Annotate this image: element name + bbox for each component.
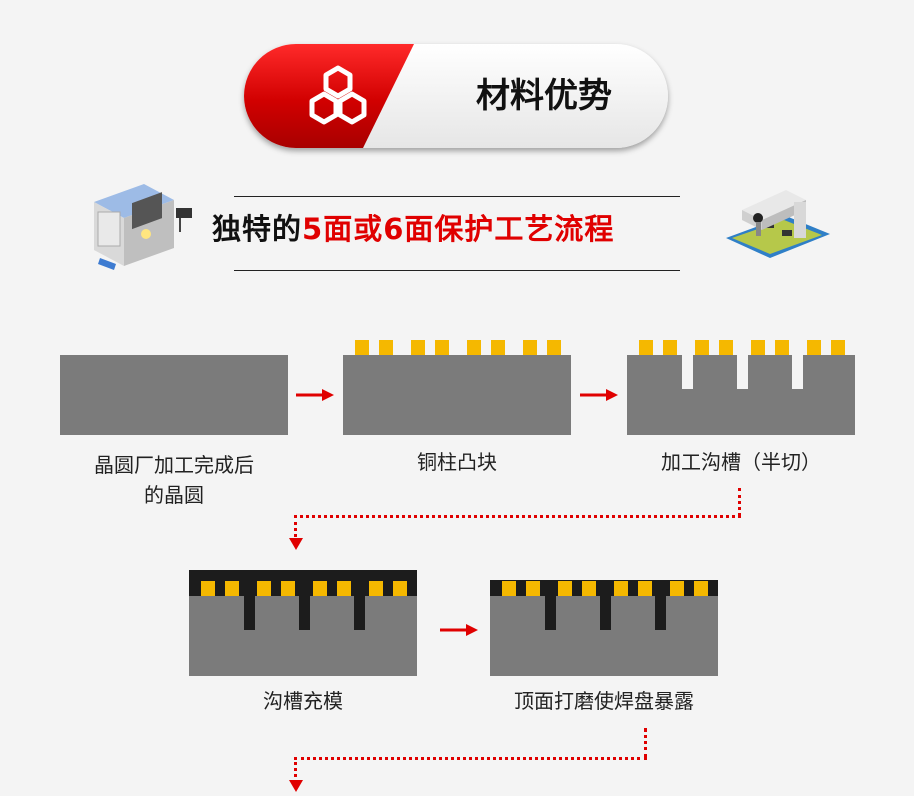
bump	[225, 581, 239, 596]
arrow-down-icon	[289, 538, 303, 550]
step5-grind-diagram	[490, 580, 718, 676]
bump	[639, 340, 653, 355]
step1-label-line2: 的晶圆	[144, 483, 204, 507]
bump	[313, 581, 327, 596]
subtitle: 独特的5面或6面保护工艺流程	[212, 206, 702, 248]
arrow-down-icon	[289, 780, 303, 792]
filled-trench	[299, 596, 310, 630]
step2-bump-diagram	[343, 340, 571, 435]
step4-label: 沟槽充模	[263, 689, 343, 713]
step1-wafer-diagram	[60, 355, 288, 435]
subtitle-prefix: 独特的	[212, 212, 303, 246]
bump	[379, 340, 393, 355]
step1-label-line1: 晶圆厂加工完成后	[94, 453, 254, 477]
bump	[411, 340, 425, 355]
bump	[435, 340, 449, 355]
connector-drop	[294, 757, 297, 777]
filled-trench	[354, 596, 365, 630]
connector-horizontal	[294, 515, 741, 518]
arrow-right-icon	[296, 389, 334, 401]
step2-label: 铜柱凸块	[417, 450, 497, 474]
bump	[547, 340, 561, 355]
trench	[792, 355, 803, 389]
connector-vertical	[738, 488, 741, 516]
step3-label: 加工沟槽（半切）	[661, 450, 821, 474]
bump	[523, 340, 537, 355]
exposed-pad	[694, 581, 708, 596]
pcb-robot-icon	[726, 190, 830, 258]
trench	[682, 355, 693, 389]
connector-vertical	[644, 728, 647, 758]
wafer-slab	[343, 355, 571, 435]
step5-label: 顶面打磨使焊盘暴露	[514, 689, 694, 713]
hexagon-cubes-icon	[309, 65, 367, 125]
step4-mold-diagram	[189, 570, 417, 676]
filled-trench	[244, 596, 255, 630]
exposed-pad	[502, 581, 516, 596]
bump	[467, 340, 481, 355]
filled-trench	[655, 596, 666, 630]
bump	[775, 340, 789, 355]
wafer-machine-icon	[94, 184, 192, 270]
bump	[337, 581, 351, 596]
subtitle-bottom-rule	[234, 270, 680, 271]
exposed-pad	[526, 581, 540, 596]
bump	[393, 581, 407, 596]
exposed-pad	[670, 581, 684, 596]
bump	[491, 340, 505, 355]
section-header: 材料优势	[244, 44, 668, 148]
subtitle-highlight: 5面或6面保护工艺流程	[302, 212, 615, 246]
bump	[663, 340, 677, 355]
bump	[201, 581, 215, 596]
step1-label: 晶圆厂加工完成后 的晶圆	[40, 450, 308, 510]
exposed-pad	[582, 581, 596, 596]
filled-trench	[545, 596, 556, 630]
bump	[257, 581, 271, 596]
subtitle-top-rule	[234, 196, 680, 197]
exposed-pad	[614, 581, 628, 596]
bump	[831, 340, 845, 355]
bump	[695, 340, 709, 355]
header-title: 材料优势	[476, 76, 612, 116]
filled-trench	[600, 596, 611, 630]
trench	[737, 355, 748, 389]
step3-trench-diagram	[627, 340, 855, 435]
arrow-right-icon	[580, 389, 618, 401]
bump	[369, 581, 383, 596]
bump	[355, 340, 369, 355]
bump	[719, 340, 733, 355]
bump	[281, 581, 295, 596]
mold-layer	[490, 580, 718, 596]
arrow-right-icon	[440, 624, 478, 636]
exposed-pad	[558, 581, 572, 596]
exposed-pad	[638, 581, 652, 596]
bump	[807, 340, 821, 355]
connector-horizontal	[294, 757, 647, 760]
connector-drop	[294, 515, 297, 537]
bump	[751, 340, 765, 355]
